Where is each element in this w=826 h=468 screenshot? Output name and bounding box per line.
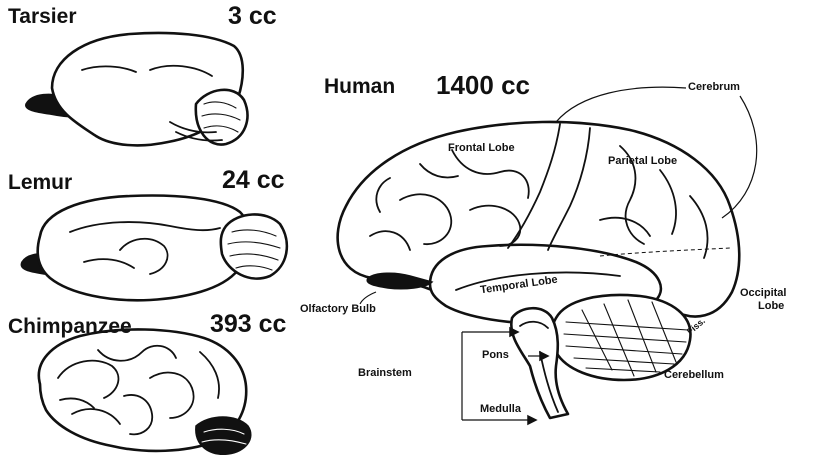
cerebellum-label: Cerebellum xyxy=(664,370,724,381)
chimpanzee-brain xyxy=(39,329,251,454)
medulla-label: Medulla xyxy=(480,404,521,415)
tarsier-cerebellum xyxy=(196,90,248,145)
olfactory-bulb-label: Olfactory Bulb xyxy=(300,304,376,315)
tarsier-name: Tarsier xyxy=(8,6,77,27)
pons-label: Pons xyxy=(482,350,509,361)
lemur-brain xyxy=(21,196,287,301)
tarsier-volume: 3 cc xyxy=(228,4,277,29)
lemur-volume: 24 cc xyxy=(222,168,285,193)
cerebrum-label: Cerebrum xyxy=(688,82,740,93)
occipital-lobe-label-line2: Lobe xyxy=(758,301,784,312)
chimpanzee-cerebellum xyxy=(196,417,251,454)
human-volume: 1400 cc xyxy=(436,72,530,98)
human-name: Human xyxy=(324,76,395,97)
chimpanzee-name: Chimpanzee xyxy=(8,316,132,337)
frontal-lobe-label: Frontal Lobe xyxy=(448,143,515,154)
lemur-name: Lemur xyxy=(8,172,72,193)
cerebrum-leader xyxy=(556,87,686,122)
occipital-lobe-label-line1: Occipital xyxy=(740,288,786,299)
brainstem-label: Brainstem xyxy=(358,368,412,379)
lemur-cerebrum xyxy=(38,196,250,301)
parietal-lobe-label: Parietal Lobe xyxy=(608,156,677,167)
chimpanzee-volume: 393 cc xyxy=(210,312,286,337)
tarsier-brain xyxy=(26,33,248,145)
